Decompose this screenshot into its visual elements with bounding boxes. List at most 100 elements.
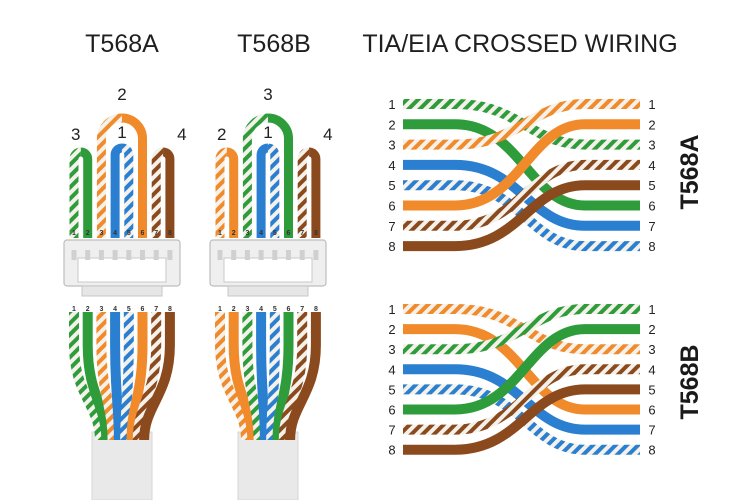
plug-contact bbox=[85, 250, 91, 260]
left-pin-number: 3 bbox=[388, 342, 395, 357]
left-pin-number: 6 bbox=[388, 199, 395, 214]
plug-contact bbox=[231, 250, 237, 260]
pair-label-2: 2 bbox=[117, 85, 126, 104]
plug-contact bbox=[286, 250, 291, 260]
pin-number-top: 6 bbox=[141, 230, 145, 237]
pin-number-top: 1 bbox=[218, 230, 222, 237]
right-pin-number: 8 bbox=[648, 443, 655, 458]
left-pin-number: 5 bbox=[388, 178, 395, 193]
title-t568b: T568B bbox=[237, 30, 311, 58]
upper-wire-1 bbox=[69, 147, 82, 238]
right-pin-number: 4 bbox=[648, 362, 655, 377]
pin-number-top: 7 bbox=[154, 230, 158, 237]
cable-jacket bbox=[91, 431, 153, 500]
right-pin-number: 8 bbox=[648, 239, 655, 254]
right-pin-number: 2 bbox=[648, 117, 655, 132]
pin-number-top: 5 bbox=[127, 230, 131, 237]
title-crossed-wiring: TIA/EIA CROSSED WIRING bbox=[362, 30, 677, 58]
pair-label-1: 1 bbox=[263, 123, 272, 142]
pin-number-bottom: 7 bbox=[300, 306, 304, 313]
right-pin-number: 1 bbox=[648, 97, 655, 112]
upper-wire-1 bbox=[215, 147, 228, 238]
lower-wire-5 bbox=[120, 312, 134, 441]
rj45-plug-latch bbox=[223, 257, 313, 283]
rj45-plug-strain-relief bbox=[227, 285, 309, 297]
plug-contact bbox=[313, 250, 319, 260]
right-pin-number: 3 bbox=[648, 342, 655, 357]
crossover-wire-7 bbox=[403, 159, 640, 231]
plug-contact bbox=[299, 250, 305, 260]
rj45-plug-latch bbox=[77, 257, 167, 283]
right-pin-number: 7 bbox=[648, 423, 655, 438]
pin-number-top: 8 bbox=[168, 230, 172, 237]
right-pin-number: 7 bbox=[648, 219, 655, 234]
lower-wire-4 bbox=[256, 312, 270, 441]
pin-number-top: 1 bbox=[72, 230, 76, 237]
upper-wire-5 bbox=[121, 143, 134, 238]
pin-number-top: 2 bbox=[232, 230, 236, 237]
side-label-t568a: T568A bbox=[676, 134, 704, 209]
pin-number-bottom: 3 bbox=[99, 306, 103, 313]
left-pin-number: 7 bbox=[388, 423, 395, 438]
pin-number-bottom: 1 bbox=[218, 306, 222, 313]
plug-contact bbox=[217, 250, 223, 260]
right-pin-number: 4 bbox=[648, 158, 655, 173]
pin-number-top: 5 bbox=[273, 230, 277, 237]
pin-number-top: 3 bbox=[245, 230, 249, 237]
plug-contact bbox=[140, 250, 145, 260]
left-pin-number: 3 bbox=[388, 138, 395, 153]
pin-number-top: 2 bbox=[86, 230, 90, 237]
pin-number-bottom: 8 bbox=[314, 306, 318, 313]
pin-number-top: 7 bbox=[300, 230, 304, 237]
right-pin-number: 6 bbox=[648, 199, 655, 214]
lower-wire-1 bbox=[215, 312, 251, 441]
pair-label-2: 2 bbox=[217, 125, 226, 144]
left-pin-number: 1 bbox=[388, 97, 395, 112]
pin-number-bottom: 7 bbox=[154, 306, 158, 313]
pin-number-top: 4 bbox=[113, 230, 117, 237]
pin-number-bottom: 5 bbox=[127, 306, 131, 313]
left-pin-number: 2 bbox=[388, 117, 395, 132]
upper-wire-6 bbox=[121, 113, 147, 238]
lower-wire-8 bbox=[139, 312, 175, 441]
plug-contact bbox=[153, 250, 159, 260]
upper-wire-7 bbox=[297, 147, 310, 238]
pair-label-3: 3 bbox=[71, 125, 80, 144]
pin-number-bottom: 1 bbox=[72, 306, 76, 313]
upper-wire-3 bbox=[242, 113, 269, 238]
right-pin-number: 3 bbox=[648, 138, 655, 153]
lower-wire-8 bbox=[285, 312, 321, 441]
left-pin-number: 5 bbox=[388, 382, 395, 397]
crossover-wire-6 bbox=[403, 324, 640, 415]
plug-contact bbox=[98, 250, 104, 260]
upper-wire-5 bbox=[267, 143, 280, 238]
pin-number-bottom: 2 bbox=[86, 306, 90, 313]
title-t568a: T568A bbox=[85, 30, 159, 58]
side-label-t568b: T568B bbox=[676, 344, 704, 419]
pair-label-4: 4 bbox=[323, 125, 332, 144]
left-pin-number: 7 bbox=[388, 219, 395, 234]
upper-wire-8 bbox=[308, 147, 321, 238]
lower-wire-2 bbox=[228, 312, 258, 441]
pin-number-bottom: 3 bbox=[245, 306, 249, 313]
upper-wire-2 bbox=[226, 147, 239, 238]
plug-contact bbox=[272, 250, 278, 260]
lower-wire-6 bbox=[272, 312, 294, 441]
plug-contact bbox=[112, 250, 118, 260]
pin-number-bottom: 6 bbox=[287, 306, 291, 313]
pair-label-4: 4 bbox=[177, 125, 186, 144]
lower-wire-1 bbox=[69, 312, 105, 441]
lower-wire-2 bbox=[82, 312, 112, 441]
lower-wire-7 bbox=[278, 312, 308, 441]
plug-contact bbox=[244, 250, 250, 260]
left-pin-number: 8 bbox=[388, 239, 395, 254]
right-pin-number: 2 bbox=[648, 322, 655, 337]
right-pin-number: 5 bbox=[648, 178, 655, 193]
pin-number-bottom: 8 bbox=[168, 306, 172, 313]
left-pin-number: 8 bbox=[388, 443, 395, 458]
crossover-wire-3 bbox=[403, 99, 640, 150]
upper-wire-6 bbox=[267, 113, 293, 238]
